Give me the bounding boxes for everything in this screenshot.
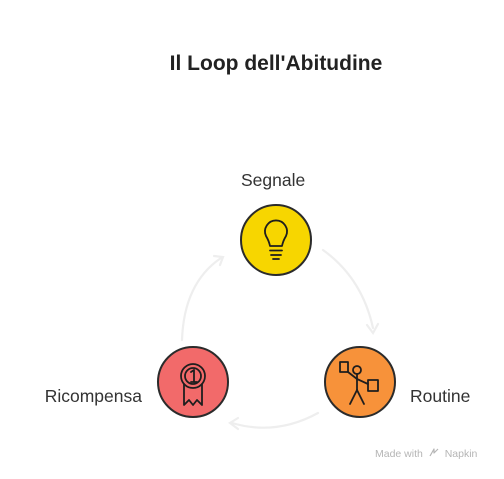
lightbulb-icon — [264, 219, 288, 260]
watermark-prefix: Made with — [375, 448, 423, 460]
arrowhead-routine-to-ricompensa — [228, 416, 240, 431]
page-title: Il Loop dell'Abitudine — [169, 52, 383, 75]
arrow-routine-to-ricompensa — [230, 411, 320, 429]
node-label-routine: Routine — [410, 386, 471, 406]
node-routine — [324, 346, 396, 418]
award-ribbon-icon — [180, 363, 206, 406]
cycle-arrows — [180, 248, 380, 431]
node-routine-circle — [324, 346, 396, 418]
arrowhead-ricompensa-to-segnale — [212, 254, 225, 267]
napkin-logo-icon — [429, 448, 439, 457]
napkin-watermark[interactable]: Made with Napkin — [375, 448, 477, 460]
watermark-brand: Napkin — [444, 448, 478, 460]
arrow-ricompensa-to-segnale — [180, 256, 223, 342]
node-ricompensa — [157, 346, 229, 418]
arrow-segnale-to-routine — [321, 248, 375, 330]
node-segnale-circle — [240, 204, 312, 276]
person-carrying-icon — [339, 361, 379, 405]
arrowhead-segnale-to-routine — [365, 322, 380, 336]
node-label-segnale: Segnale — [241, 170, 306, 190]
node-label-ricompensa: Ricompensa — [44, 386, 142, 406]
node-segnale — [240, 204, 312, 276]
